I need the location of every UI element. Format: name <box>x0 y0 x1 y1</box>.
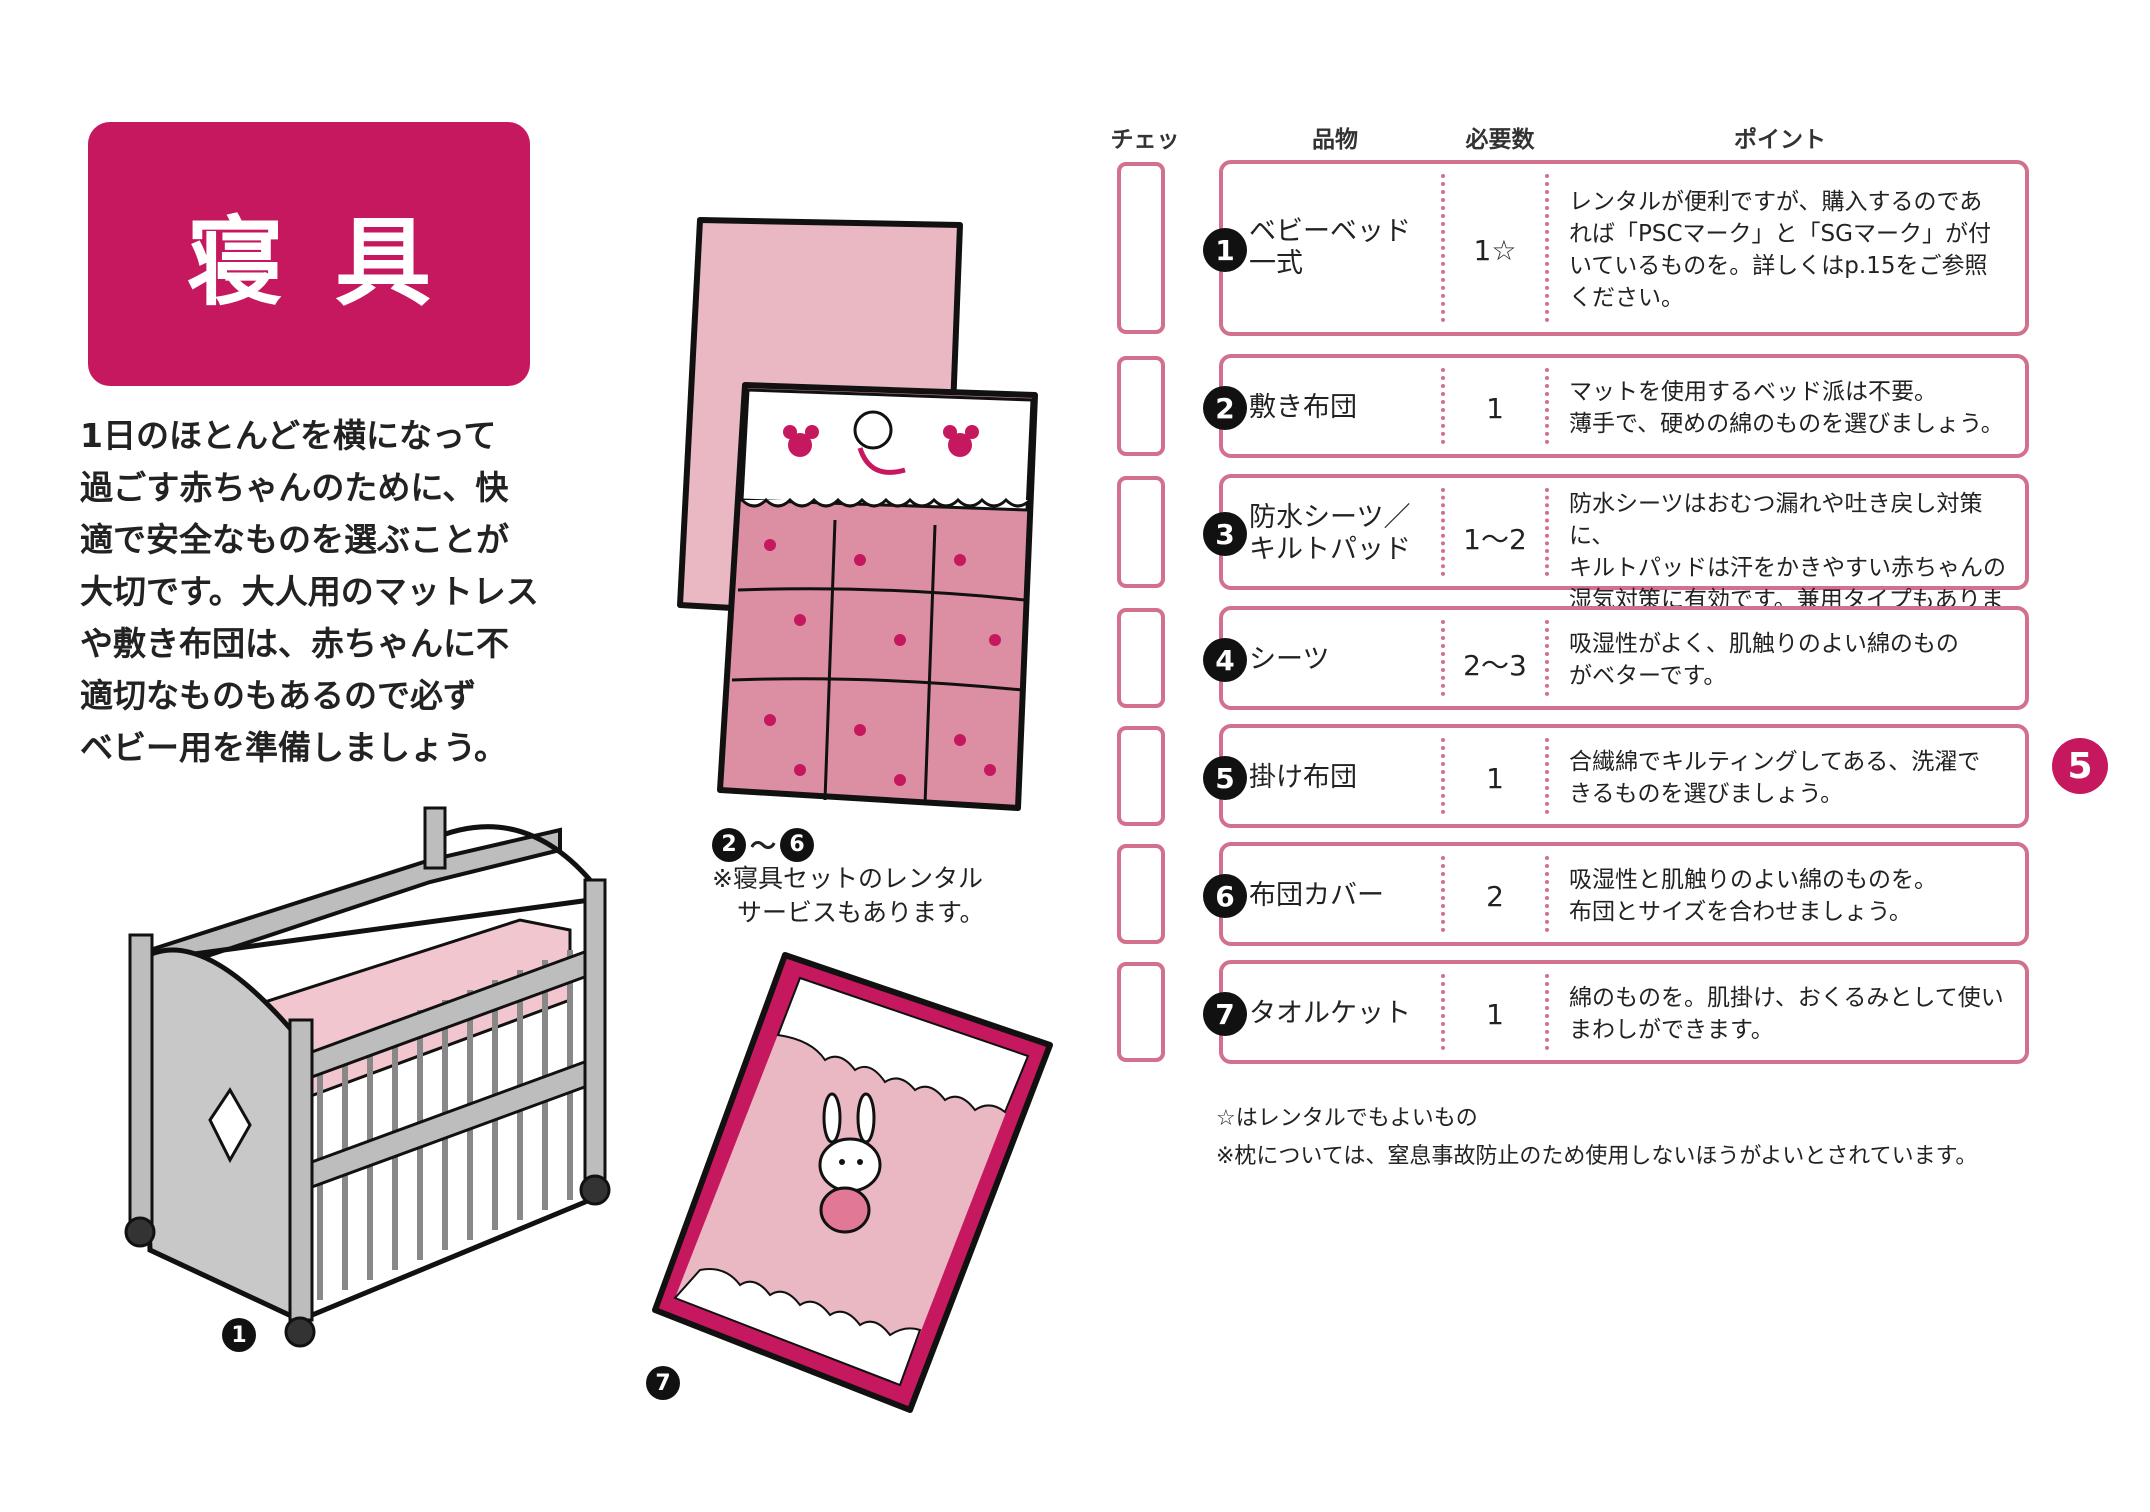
badge-to: 6 <box>780 827 815 862</box>
row-number: 4 <box>1203 638 1247 682</box>
header-item: 品物 <box>1312 127 1358 153</box>
towel-label: 7 <box>646 1366 680 1400</box>
row-number: 7 <box>1203 992 1247 1036</box>
bedding-set-illustration <box>677 217 1038 811</box>
item-name: タオルケット <box>1249 998 1411 1029</box>
item-name: シーツ <box>1249 644 1330 675</box>
bedding-set-label: 2 〜 6 <box>712 826 815 863</box>
intro-text: 1日のほとんどを横になって 過ごす赤ちゃんのために、快 適で安全なものを選ぶこと… <box>80 416 539 767</box>
item-count: 1 <box>1486 392 1504 425</box>
page-number: 5 <box>2052 738 2108 794</box>
item-name: 布団カバー <box>1249 880 1384 911</box>
check-box[interactable] <box>1117 476 1165 588</box>
check-box[interactable] <box>1117 356 1165 456</box>
row-cell: 6 布団カバー 2 吸湿性と肌触りのよい綿のものを。 布団とサイズを合わせましょ… <box>1203 842 2029 946</box>
item-name: 掛け布団 <box>1249 762 1357 793</box>
item-count: 1 <box>1486 762 1504 795</box>
item-point: 吸湿性と肌触りのよい綿のものを。 布団とサイズを合わせましょう。 <box>1569 867 1937 925</box>
row-number: 2 <box>1203 386 1247 430</box>
towel-blanket-illustration <box>652 952 1053 1413</box>
check-box[interactable] <box>1117 162 1165 334</box>
item-count: 2〜3 <box>1463 649 1527 682</box>
row-cell: 1 ベビーベッド 一式 1☆ レンタルが便利ですが、購入するのであ れば「PSC… <box>1203 160 2029 336</box>
item-point: 合繊綿でキルティングしてある、洗濯で きるものを選びましょう。 <box>1569 749 1981 807</box>
title-box: 寝具 <box>88 122 530 386</box>
check-box[interactable] <box>1117 726 1165 826</box>
header-point: ポイント <box>1734 127 1826 153</box>
item-count: 1☆ <box>1473 234 1517 267</box>
row-number: 3 <box>1203 512 1247 556</box>
row-number: 1 <box>1203 228 1247 272</box>
pillow-note: ※枕については、窒息事故防止のため使用しないほうがよいとされています。 <box>1216 1144 1978 1169</box>
badge-tilde: 〜 <box>750 832 777 862</box>
row-cell: 5 掛け布団 1 合繊綿でキルティングしてある、洗濯で きるものを選びましょう。 <box>1203 724 2029 828</box>
crib-illustration <box>124 806 611 1348</box>
item-point: 綿のものを。肌掛け、おくるみとして使い まわしができます。 <box>1569 985 2004 1043</box>
crib-label: 1 <box>222 1318 256 1352</box>
item-count: 1 <box>1486 998 1504 1031</box>
check-box[interactable] <box>1117 844 1165 944</box>
row-cell: 4 シーツ 2〜3 吸湿性がよく、肌触りのよい綿のもの がベターです。 <box>1203 606 2029 710</box>
bedding-set-note: ※寝具セットのレンタル サービスもあります。 <box>712 864 985 927</box>
badge-from: 2 <box>712 827 746 862</box>
item-name: 敷き布団 <box>1249 392 1357 423</box>
header-count: 必要数 <box>1465 127 1535 153</box>
item-point: マットを使用するベッド派は不要。 薄手で、硬めの綿のものを選びましょう。 <box>1569 379 2004 437</box>
page-title: 寝具 <box>187 206 483 319</box>
row-cell: 7 タオルケット 1 綿のものを。肌掛け、おくるみとして使い まわしができます。 <box>1203 960 2029 1064</box>
item-point: 吸湿性がよく、肌触りのよい綿のもの がベターです。 <box>1569 631 1959 689</box>
row-number: 5 <box>1203 756 1247 800</box>
check-box[interactable] <box>1117 608 1165 708</box>
check-box[interactable] <box>1117 962 1165 1062</box>
item-count: 1〜2 <box>1463 523 1527 556</box>
item-count: 2 <box>1486 880 1504 913</box>
row-cell: 3 防水シーツ／ キルトパッド 1〜2 防水シーツはおむつ漏れや吐き戻し対策に、… <box>1203 474 2029 645</box>
row-cell: 2 敷き布団 1 マットを使用するベッド派は不要。 薄手で、硬めの綿のものを選び… <box>1203 354 2029 458</box>
rental-note: ☆はレンタルでもよいもの <box>1216 1106 1478 1131</box>
row-number: 6 <box>1203 874 1247 918</box>
item-name: ベビーベッド 一式 <box>1249 216 1411 279</box>
item-point: レンタルが便利ですが、購入するのであ れば「PSCマーク」と「SGマーク」が付 … <box>1569 189 1991 311</box>
item-name: 防水シーツ／ キルトパッド <box>1249 502 1411 565</box>
